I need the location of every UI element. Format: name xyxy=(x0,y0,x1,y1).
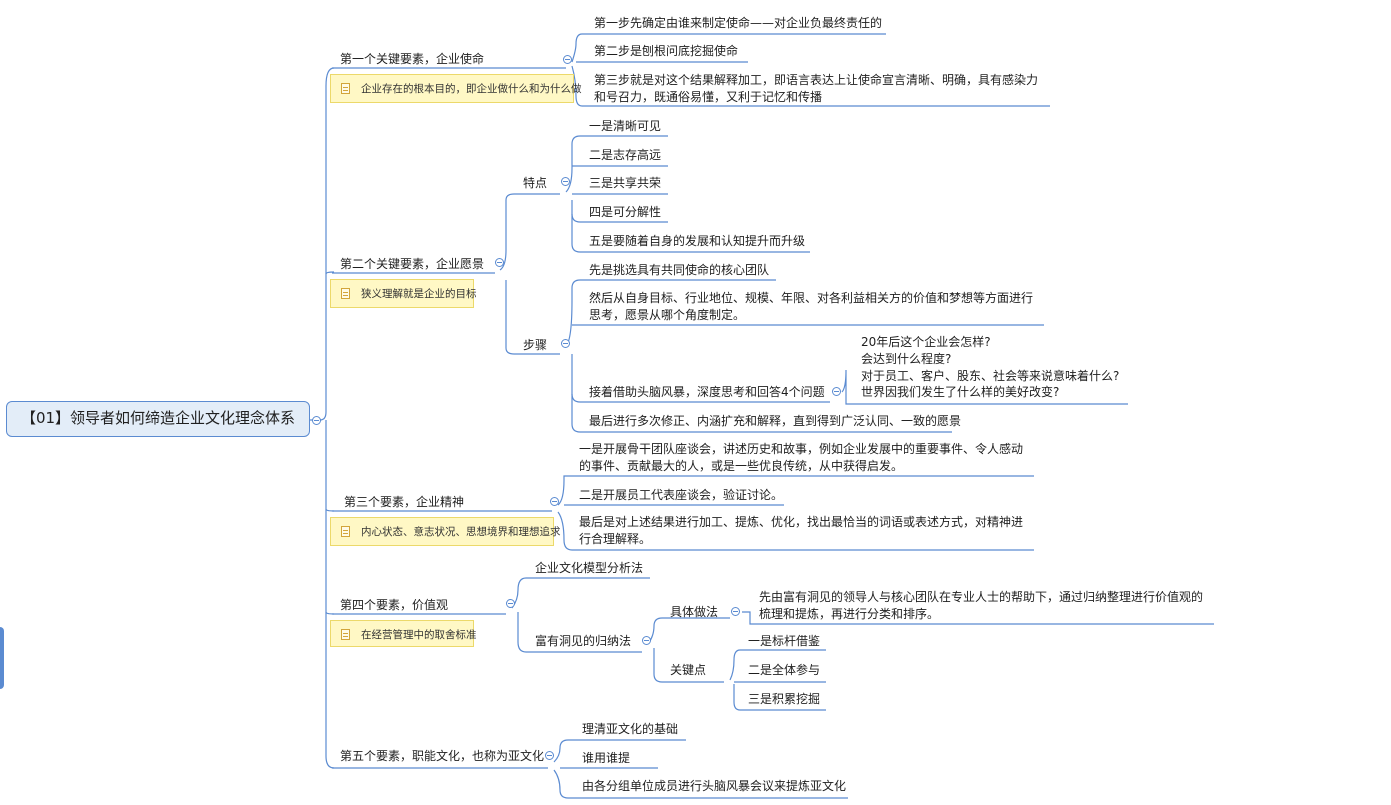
note-vision[interactable]: 狭义理解就是企业的目标 xyxy=(330,279,477,308)
note-text: 内心状态、意志状况、思想境界和理想追求 xyxy=(361,526,561,538)
question-3[interactable]: 对于员工、客户、股东、社会等来说意味着什么? xyxy=(861,369,1120,383)
subculture-item-1[interactable]: 理清亚文化的基础 xyxy=(582,722,679,736)
feature-1[interactable]: 一是清晰可见 xyxy=(589,119,662,133)
key-point-1[interactable]: 一是标杆借鉴 xyxy=(748,634,821,648)
spirit-step-2[interactable]: 二是开展员工代表座谈会，验证讨论。 xyxy=(579,488,784,502)
note-icon xyxy=(341,83,350,94)
collapse-toggle-b2[interactable] xyxy=(495,258,504,267)
side-panel-tab[interactable] xyxy=(0,627,4,689)
note-text: 企业存在的根本目的，即企业做什么和为什么做 xyxy=(361,83,582,95)
subculture-item-2[interactable]: 谁用谁提 xyxy=(582,751,631,765)
question-1[interactable]: 20年后这个企业会怎样? xyxy=(861,335,991,349)
key-point-3[interactable]: 三是积累挖掘 xyxy=(748,692,821,706)
vision-features-label[interactable]: 特点 xyxy=(523,176,548,190)
collapse-toggle-b1[interactable] xyxy=(563,55,572,64)
subculture-item-3[interactable]: 由各分组单位成员进行头脑风暴会议来提炼亚文化 xyxy=(582,779,847,793)
mission-step-1[interactable]: 第一步先确定由谁来制定使命——对企业负最终责任的 xyxy=(594,16,883,30)
note-icon xyxy=(341,526,350,537)
values-model-method[interactable]: 企业文化模型分析法 xyxy=(535,561,644,575)
question-2[interactable]: 会达到什么程度? xyxy=(861,352,952,366)
key-points-label[interactable]: 关键点 xyxy=(670,663,707,677)
branch-title-vision[interactable]: 第二个关键要素，企业愿景 xyxy=(340,257,485,271)
note-icon xyxy=(341,629,350,640)
key-point-2[interactable]: 二是全体参与 xyxy=(748,663,821,677)
collapse-toggle-root[interactable] xyxy=(312,416,321,425)
collapse-toggle-b5[interactable] xyxy=(545,751,554,760)
vision-step-4[interactable]: 最后进行多次修正、内涵扩充和解释，直到得到广泛认同、一致的愿景 xyxy=(589,414,962,428)
spirit-step-1[interactable]: 一是开展骨干团队座谈会，讲述历史和故事，例如企业发展中的重要事件、令人感动的事件… xyxy=(579,442,1024,473)
feature-2[interactable]: 二是志存高远 xyxy=(589,148,662,162)
feature-3[interactable]: 三是共享共荣 xyxy=(589,176,662,190)
practice-label[interactable]: 具体做法 xyxy=(670,605,719,619)
feature-5[interactable]: 五是要随着自身的发展和认知提升而升级 xyxy=(589,234,806,248)
note-values[interactable]: 在经营管理中的取舍标准 xyxy=(330,620,477,647)
branch-title-spirit[interactable]: 第三个要素，企业精神 xyxy=(344,495,465,509)
note-icon xyxy=(341,288,350,299)
vision-steps-label[interactable]: 步骤 xyxy=(523,338,548,352)
note-spirit[interactable]: 内心状态、意志状况、思想境界和理想追求 xyxy=(330,517,561,546)
values-induction-method[interactable]: 富有洞见的归纳法 xyxy=(535,634,632,648)
root-topic[interactable]: 【01】领导者如何缔造企业文化理念体系 xyxy=(6,401,310,437)
note-mission[interactable]: 企业存在的根本目的，即企业做什么和为什么做 xyxy=(330,74,582,103)
vision-step-3[interactable]: 接着借助头脑风暴，深度思考和回答4个问题 xyxy=(589,385,825,399)
collapse-toggle-steps[interactable] xyxy=(561,339,570,348)
vision-step-2[interactable]: 然后从自身目标、行业地位、规模、年限、对各利益相关方的价值和梦想等方面进行思考，… xyxy=(589,291,1034,322)
practice-text[interactable]: 先由富有洞见的领导人与核心团队在专业人士的帮助下，通过归纳整理进行价值观的梳理和… xyxy=(759,590,1204,621)
spirit-step-3[interactable]: 最后是对上述结果进行加工、提炼、优化，找出最恰当的词语或表述方式，对精神进行合理… xyxy=(579,515,1024,546)
question-4[interactable]: 世界因我们发生了什么样的美好改变? xyxy=(861,385,1060,399)
collapse-toggle-b4[interactable] xyxy=(506,599,515,608)
branch-title-mission[interactable]: 第一个关键要素，企业使命 xyxy=(340,52,485,66)
collapse-toggle-practice[interactable] xyxy=(731,607,740,616)
collapse-toggle-questions[interactable] xyxy=(832,387,841,396)
feature-4[interactable]: 四是可分解性 xyxy=(589,205,662,219)
branch-title-values[interactable]: 第四个要素，价值观 xyxy=(340,598,449,612)
collapse-toggle-features[interactable] xyxy=(561,177,570,186)
vision-step-1[interactable]: 先是挑选具有共同使命的核心团队 xyxy=(589,263,770,277)
branch-title-subculture[interactable]: 第五个要素，职能文化，也称为亚文化 xyxy=(340,749,545,763)
mission-step-3[interactable]: 第三步就是对这个结果解释加工，即语言表达上让使命宣言清晰、明确，具有感染力和号召… xyxy=(594,73,1039,104)
note-text: 狭义理解就是企业的目标 xyxy=(361,288,477,300)
collapse-toggle-induction[interactable] xyxy=(642,636,651,645)
collapse-toggle-b3[interactable] xyxy=(550,497,559,506)
mission-step-2[interactable]: 第二步是刨根问底挖掘使命 xyxy=(594,44,739,58)
note-text: 在经营管理中的取舍标准 xyxy=(361,629,477,641)
